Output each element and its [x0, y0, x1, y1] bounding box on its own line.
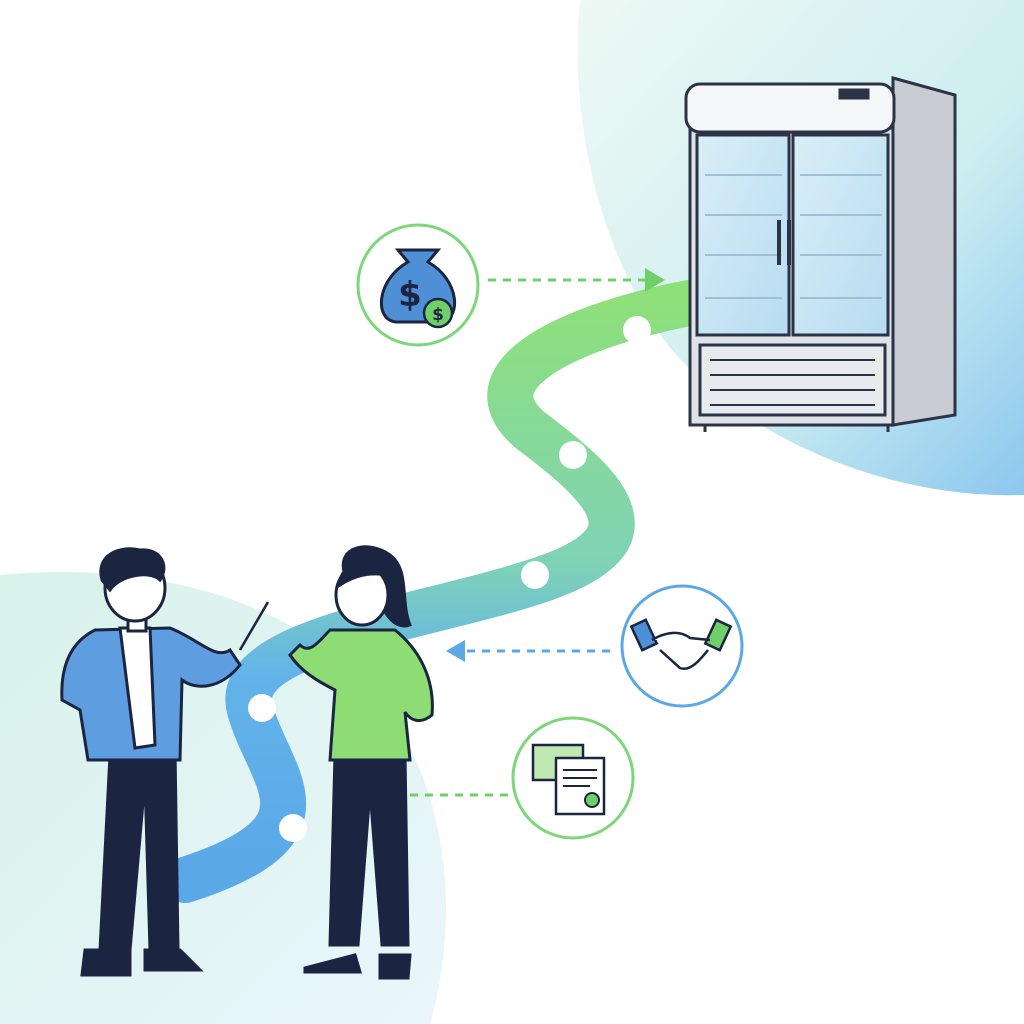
milestone-dot	[559, 441, 587, 469]
milestone-dot	[623, 316, 651, 344]
woman-listener	[288, 545, 434, 980]
arrow-money-to-fridge	[488, 268, 665, 292]
milestone-dot	[521, 561, 549, 589]
milestone-dot	[248, 694, 276, 722]
man-presenter	[60, 547, 270, 977]
money-bag-icon: $ $	[356, 223, 480, 347]
milestone-dot	[279, 814, 307, 842]
arrow-handshake-to-people	[446, 640, 610, 662]
milestone-dots	[248, 316, 651, 842]
coin-dollar-sign: $	[432, 305, 444, 325]
certificate-icon	[511, 716, 635, 840]
handshake-icon	[620, 584, 744, 708]
dollar-sign: $	[398, 275, 422, 315]
display-refrigerator	[684, 76, 957, 432]
